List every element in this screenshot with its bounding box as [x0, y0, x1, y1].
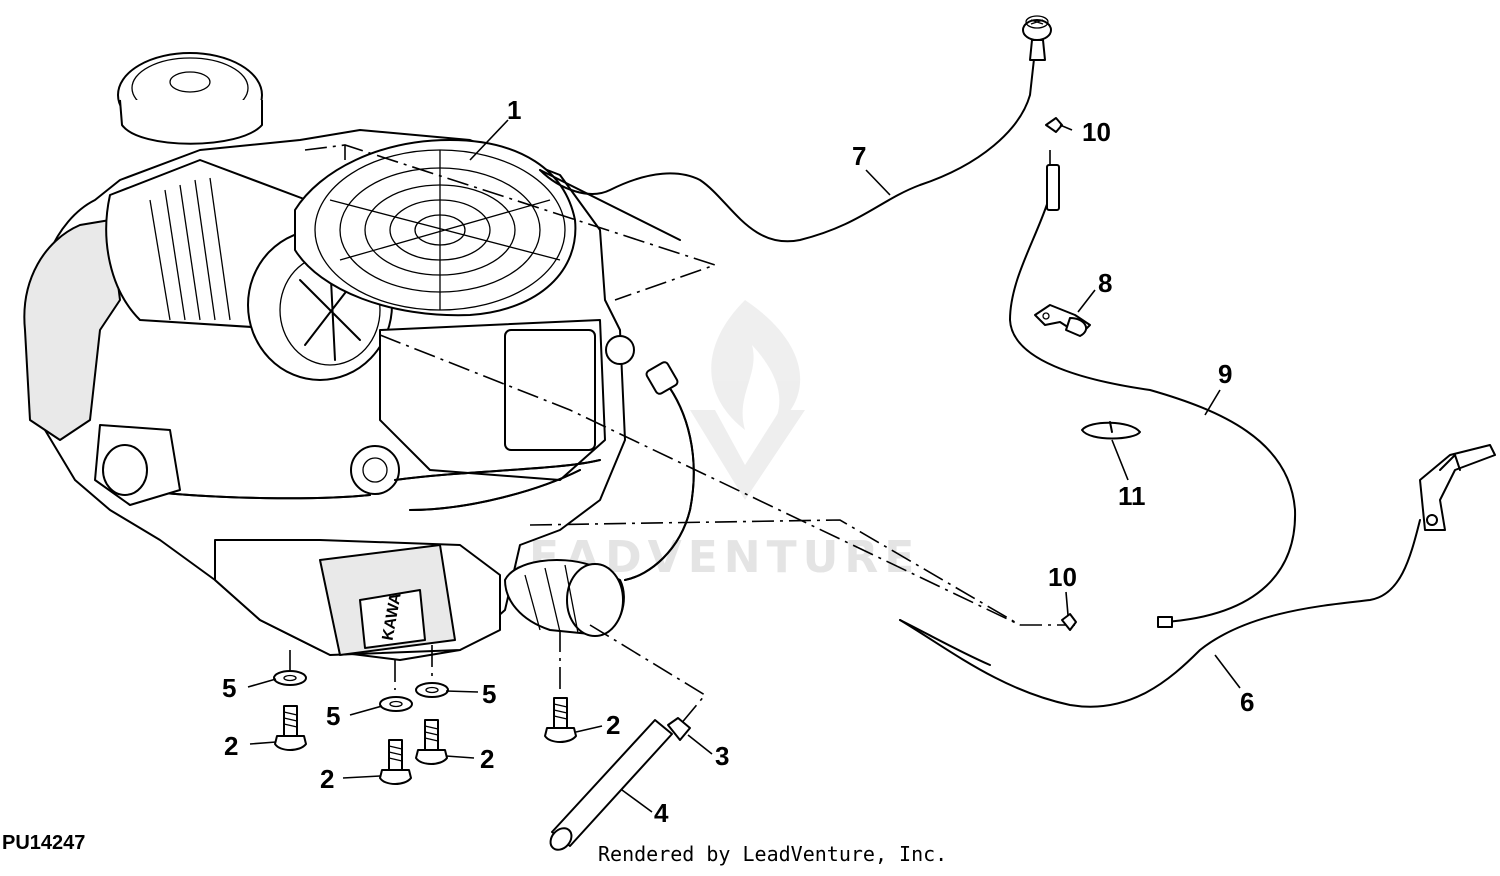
callout-2b: 2 — [320, 764, 334, 794]
callout-10a: 10 — [1082, 117, 1111, 147]
render-credit: Rendered by LeadVenture, Inc. — [598, 842, 948, 866]
tube-clamp — [667, 717, 691, 741]
reference-lines — [289, 144, 1075, 726]
callout-3: 3 — [715, 741, 729, 771]
callout-2a: 2 — [224, 731, 238, 761]
engine-assembly: KAWA — [23, 52, 695, 661]
figure-id: PU14247 — [2, 832, 86, 854]
watermark-logo — [690, 300, 805, 500]
callout-5c: 5 — [482, 679, 496, 709]
callout-11: 11 — [1118, 481, 1146, 511]
control-bracket — [1419, 444, 1496, 531]
cable-6 — [899, 519, 1421, 708]
callout-6: 6 — [1240, 687, 1254, 717]
callout-1: 1 — [507, 95, 521, 125]
callout-leaders — [247, 119, 1241, 813]
clip-upper — [1045, 117, 1063, 133]
callout-labels: 1 2 2 2 2 3 4 5 5 5 6 7 8 9 10 10 11 — [222, 95, 1254, 828]
callout-9: 9 — [1218, 359, 1232, 389]
callout-2d: 2 — [606, 710, 620, 740]
washers — [273, 670, 449, 712]
callout-2c: 2 — [480, 744, 494, 774]
callout-8: 8 — [1098, 268, 1112, 298]
callout-5b: 5 — [326, 701, 340, 731]
bolts — [274, 697, 577, 785]
clip-lower — [1061, 613, 1077, 631]
callout-4: 4 — [654, 798, 669, 828]
choke-cable — [539, 49, 1036, 243]
callout-10b: 10 — [1048, 562, 1077, 592]
drain-tube — [549, 719, 673, 851]
throttle-cable — [1009, 169, 1297, 623]
callout-5a: 5 — [222, 673, 236, 703]
callout-7: 7 — [852, 141, 866, 171]
